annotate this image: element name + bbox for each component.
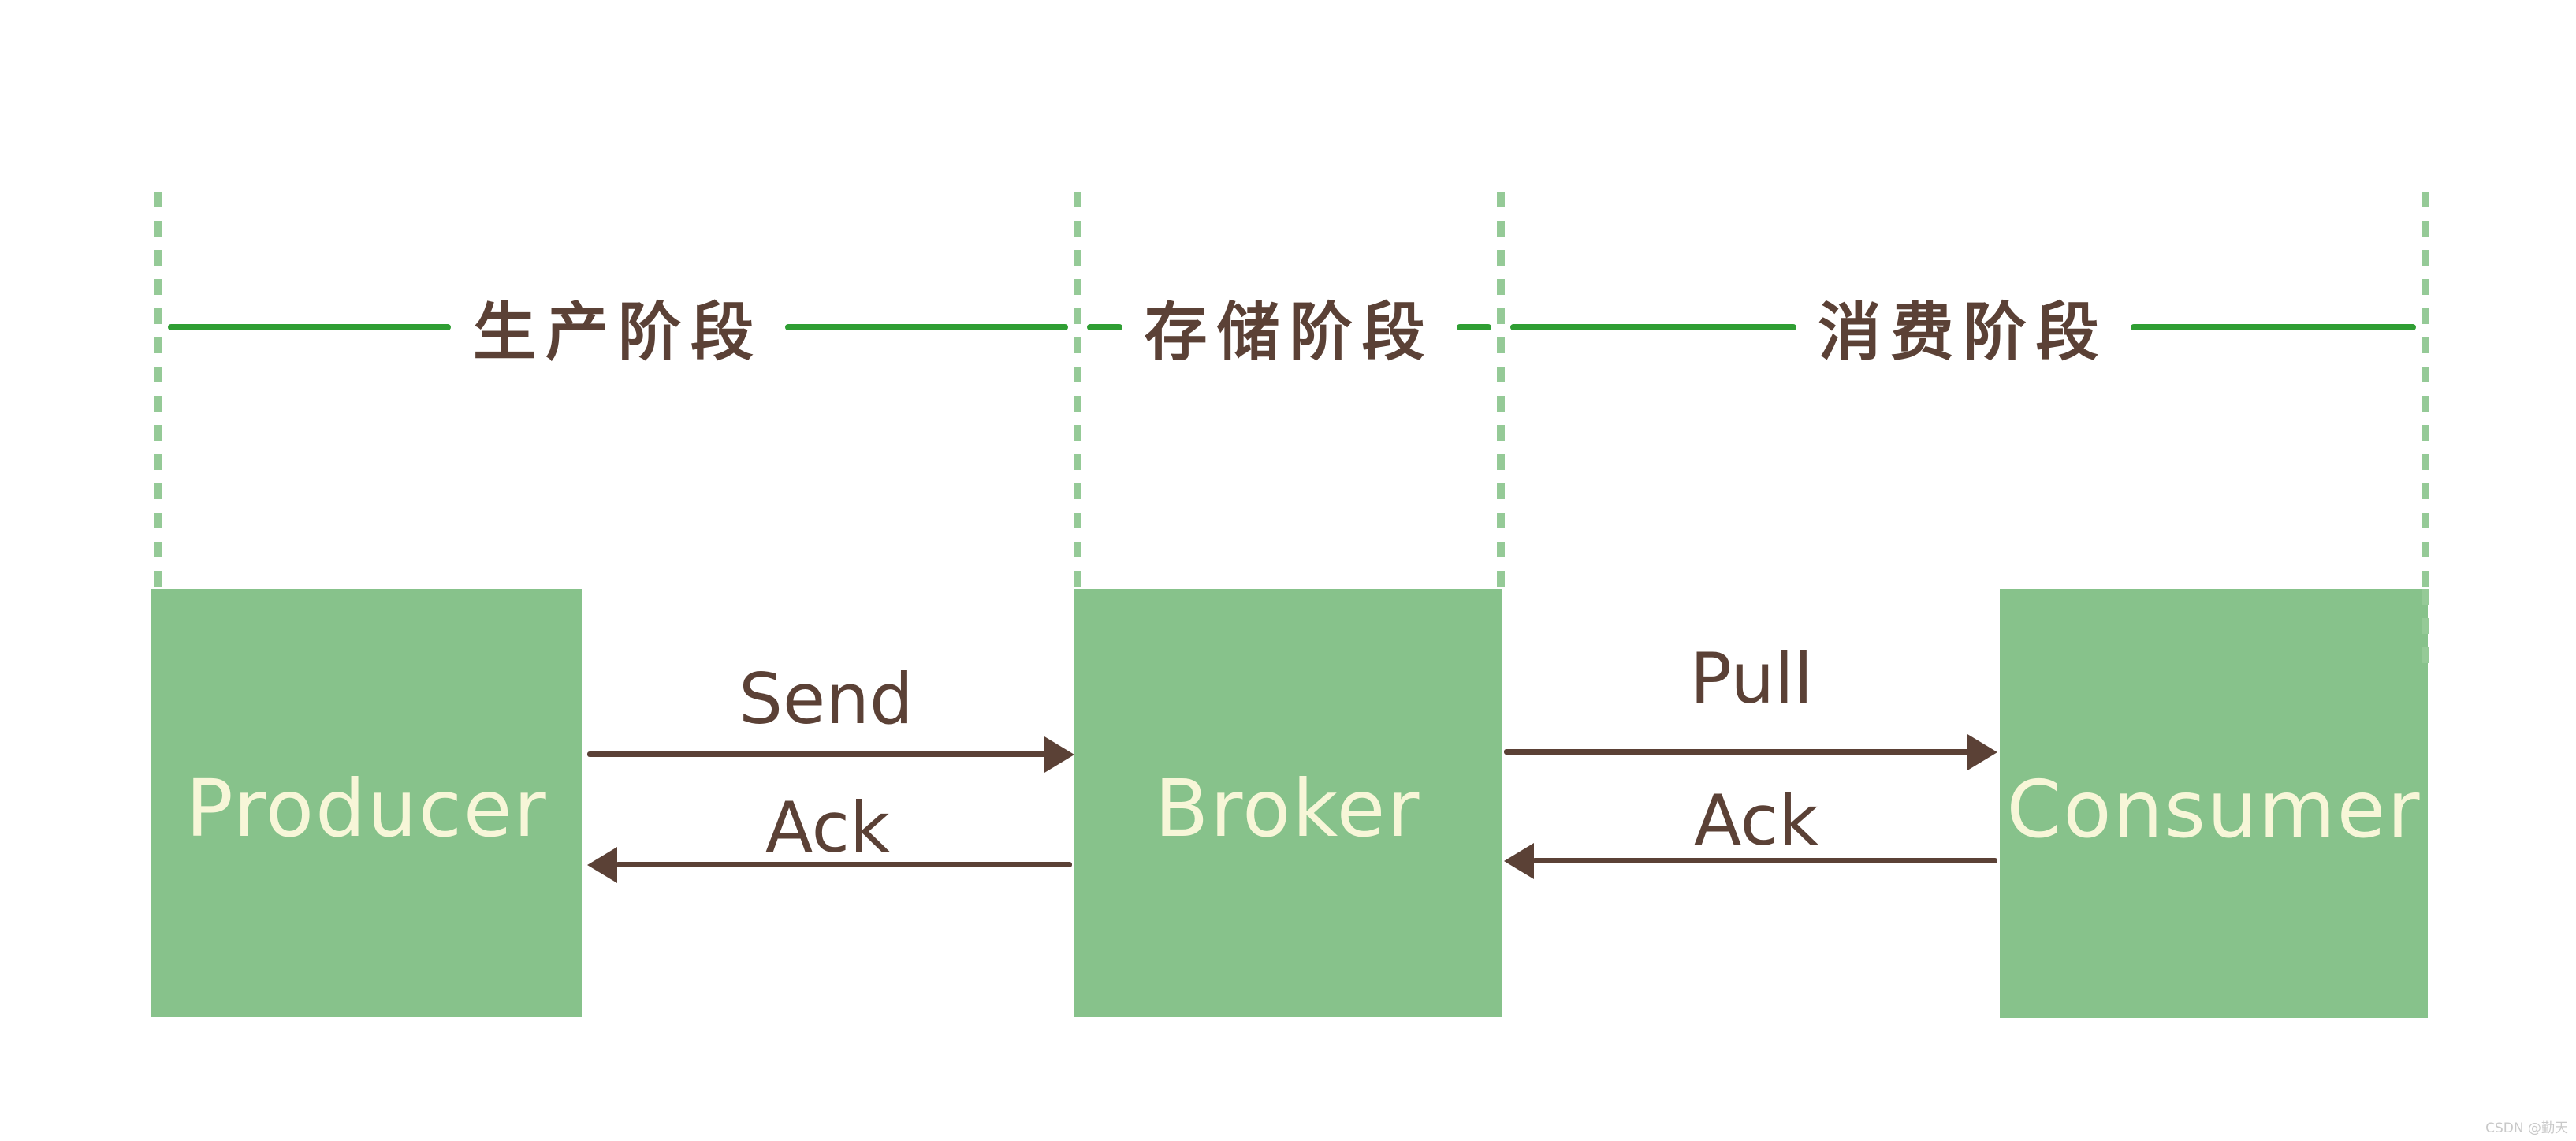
phase-line-left	[1510, 324, 1796, 330]
phase-production-label: 生产阶段	[473, 296, 763, 369]
phase-boundary-dashed-line-2	[1074, 192, 1081, 589]
phase-line-right	[785, 324, 1068, 330]
phase-boundary-dashed-line-1	[154, 192, 162, 589]
ack-to-broker-arrow-label: Ack	[1694, 780, 1818, 861]
consumer-label: Consumer	[2006, 763, 2422, 856]
producer-label: Producer	[185, 763, 548, 855]
phase-line-left	[1087, 324, 1122, 330]
phase-consumption-label: 消费阶段	[1818, 296, 2109, 369]
broker-node: Broker	[1074, 589, 1502, 1017]
phase-production: 生产阶段	[158, 284, 1078, 371]
phase-storage: 存储阶段	[1078, 284, 1501, 371]
broker-label: Broker	[1154, 763, 1421, 855]
send-arrow	[587, 751, 1046, 757]
pull-arrow	[1504, 749, 1969, 755]
phase-boundary-dashed-line-4-extension	[2422, 589, 2429, 664]
ack-to-producer-arrow	[616, 862, 1072, 867]
ack-to-producer-arrow-label: Ack	[765, 787, 890, 868]
phase-boundary-dashed-line-3	[1497, 192, 1505, 589]
ack-to-broker-arrow	[1532, 858, 1997, 863]
phase-line-left	[168, 324, 451, 330]
phase-consumption: 消费阶段	[1501, 284, 2425, 371]
phase-line-right	[2130, 324, 2416, 330]
producer-node: Producer	[151, 589, 582, 1017]
phase-boundary-dashed-line-4	[2422, 192, 2429, 589]
send-arrow-label: Send	[739, 658, 914, 740]
csdn-watermark: CSDN @勤天	[2485, 1120, 2568, 1136]
phase-line-right	[1456, 324, 1491, 330]
phase-storage-label: 存储阶段	[1144, 296, 1435, 369]
consumer-node: Consumer	[2000, 589, 2428, 1018]
pull-arrow-label: Pull	[1689, 638, 1814, 719]
